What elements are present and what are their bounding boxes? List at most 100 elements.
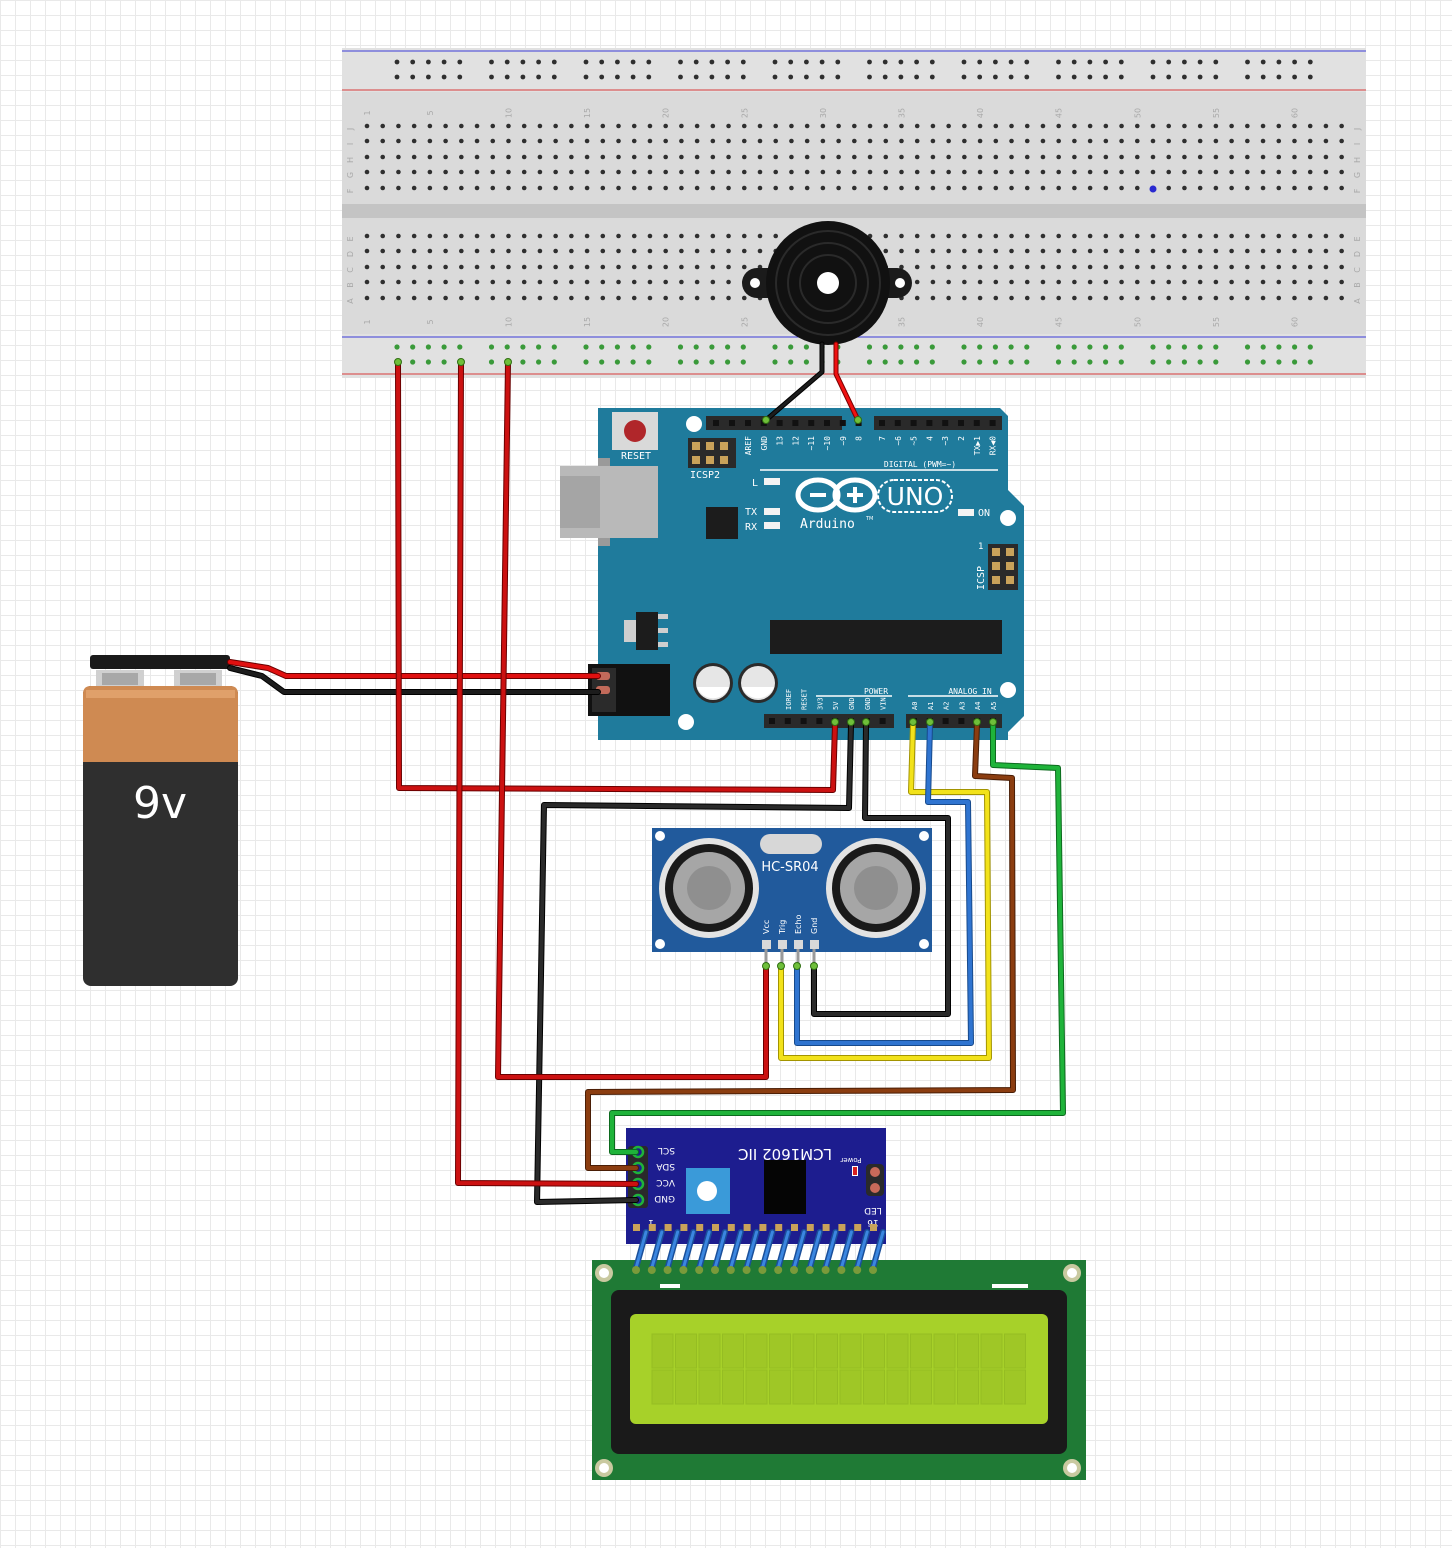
terminal-hole [914,233,920,239]
row-letter: C [1353,267,1362,273]
terminal-hole [1072,123,1077,129]
rail-hole [1307,344,1313,350]
rail-hole [1150,59,1156,65]
rail-hole [1260,359,1266,365]
wire-a4-to-sda[interactable] [585,721,1016,1171]
terminal-hole [1166,185,1172,191]
wire-endpoint [777,962,785,970]
wire-rail-to-lcd-vcc[interactable] [455,359,639,1187]
terminal-hole [1323,295,1329,301]
lcd-pin-pad [806,1224,814,1231]
terminal-hole [679,279,684,285]
terminal-hole [427,248,433,254]
row-letter: J [1353,128,1362,131]
terminal-hole [1166,279,1172,285]
terminal-hole [1245,248,1250,254]
arduino-infinity-logo [795,477,878,513]
rail-hole [1087,59,1093,65]
lcd-pin-lead [824,1230,838,1270]
rail-hole [536,74,541,80]
terminal-hole [1166,169,1172,175]
terminal-hole [1040,123,1046,129]
header-socket [879,718,886,724]
terminal-hole [899,233,904,239]
lcd-char-cell [957,1333,979,1369]
terminal-hole [1197,185,1203,191]
terminal-hole [899,169,904,175]
terminal-hole [977,248,983,254]
rail-hole [630,344,636,350]
terminal-hole [1040,264,1046,270]
terminal-hole [1182,264,1187,270]
terminal-hole [1024,169,1030,175]
wire-gnd-to-lcd[interactable] [534,721,854,1205]
row-letter: G [346,172,355,178]
header-socket [942,420,949,426]
rail-hole [441,74,447,80]
power-pin-label: IOREF [785,689,793,710]
i2c-pin16-label: 16 [867,1217,879,1227]
terminal-hole [380,185,386,191]
terminal-hole [474,264,480,270]
led-jumper[interactable] [866,1164,884,1196]
lcd-pin-hole [837,1266,846,1274]
reset-button[interactable] [612,412,658,450]
terminal-hole [537,123,543,129]
terminal-hole [474,295,480,301]
wire-buzzer-signal[interactable] [833,341,861,423]
rail-hole [709,359,715,365]
terminal-hole [789,169,794,175]
terminal-hole [1056,279,1061,285]
terminal-hole [899,264,904,270]
digital-pin-label: ~9 [839,436,848,446]
terminal-hole [584,169,590,175]
terminal-hole [1323,169,1329,175]
terminal-hole [1087,248,1093,254]
rail-hole [1292,74,1297,80]
header-socket [894,420,901,426]
wire-a0-to-trig[interactable] [778,721,992,1061]
terminal-hole [490,233,496,239]
wire-battery-negative[interactable] [227,665,601,695]
icsp2-pin [692,442,700,450]
rail-hole [788,344,794,350]
rail-hole [599,359,605,365]
lcd-pin-hole [853,1266,862,1274]
wire-buzzer-gnd[interactable] [763,341,825,423]
rail-hole [1071,359,1077,365]
battery-9v: 9v [83,655,238,986]
wire-rail-to-sensor-vcc[interactable] [495,359,769,1080]
terminal-hole [411,185,417,191]
wire-endpoint [847,718,855,726]
terminal-hole [521,295,527,301]
wire-battery-positive[interactable] [227,659,601,679]
lcd-pin-lead [650,1230,664,1270]
terminal-hole [1103,185,1109,191]
analog-pin-label: A1 [927,702,935,710]
terminal-hole [1166,233,1172,239]
terminal-hole [569,233,574,239]
terminal-hole [490,123,496,129]
wire-a1-to-echo[interactable] [794,721,974,1046]
terminal-hole [1307,295,1313,301]
wire-endpoint [504,358,512,366]
terminal-hole [726,279,731,285]
header-socket [745,420,751,426]
piezo-buzzer[interactable] [742,221,912,345]
rail-hole [1182,74,1187,80]
terminal-hole [364,169,370,175]
wire-a5-to-scl[interactable] [609,721,1066,1155]
rail-hole [504,74,510,80]
terminal-hole [396,233,401,239]
rail-hole [1071,344,1077,350]
rail-hole [882,359,888,365]
terminal-hole [474,169,480,175]
wire-5v-to-rail[interactable] [395,359,838,793]
icsp-pin [992,576,1000,584]
terminal-hole [411,279,417,285]
terminal-hole [427,138,433,144]
rail-hole [993,74,998,80]
wire-gnd-to-sensor[interactable] [811,721,951,1017]
terminal-hole [443,185,448,191]
